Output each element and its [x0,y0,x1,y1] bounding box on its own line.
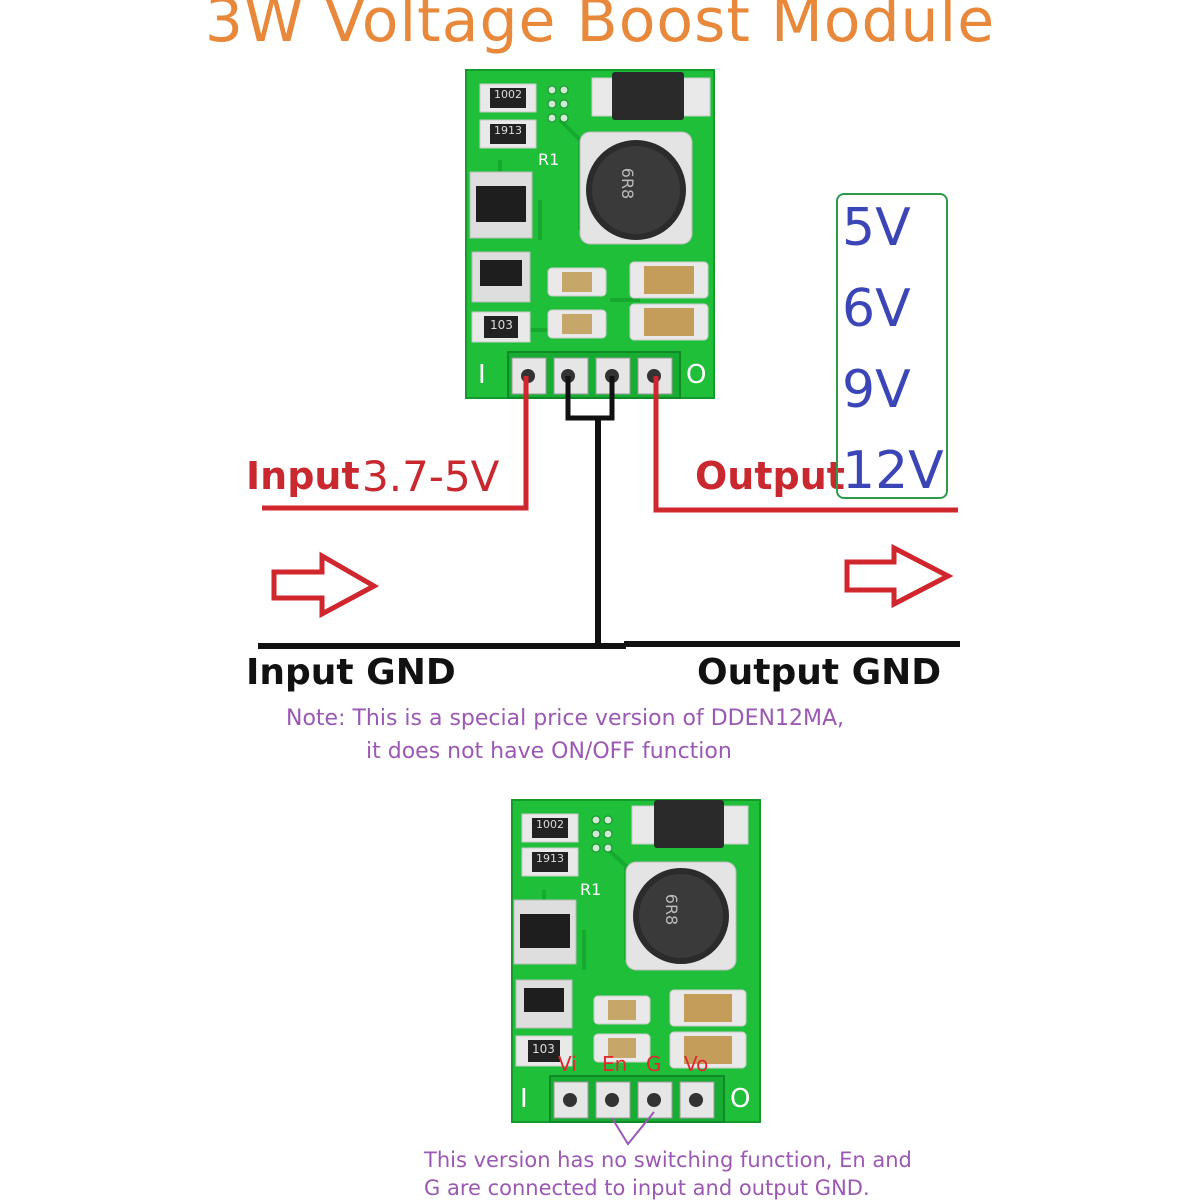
resistor-marking-1: 1002 [536,818,564,831]
silk-r1: R1 [538,150,560,169]
pin-label-g: G [646,1052,662,1076]
pointer-icon [611,1111,655,1146]
pcb-module-bottom [511,799,761,1123]
resistor-marking-2: 1913 [536,852,564,865]
output-wire [653,376,958,513]
pin-i-label: I [478,360,486,390]
inductor-marking: 6R8 [662,893,682,926]
resistor-marking-2: 1913 [494,124,522,137]
gnd-bridge [565,376,615,421]
pin-o-label: O [686,360,707,390]
voltage-option: 6V [842,279,911,339]
output-label: Output [695,454,845,498]
pin-o-label: O [730,1084,751,1114]
note-line: it does not have ON/OFF function [366,739,732,764]
voltage-option: 9V [842,360,911,420]
note-line: This version has no switching function, … [424,1148,912,1172]
input-label: Input [246,454,360,498]
pin-label-vi: Vi [558,1052,577,1076]
page-title: 3W Voltage Boost Module [204,0,996,56]
output-gnd-label: Output GND [697,652,942,693]
input-arrow-icon [271,551,380,619]
pin-label-vo: Vo [684,1052,709,1076]
inductor-marking: 6R8 [618,167,638,200]
pcb-module-top [465,69,715,399]
input-range: 3.7-5V [362,452,500,501]
header-pins-bottom [553,1081,715,1119]
resistor-marking-1: 1002 [494,88,522,101]
resistor-marking-3: 103 [532,1042,555,1056]
pin-i-label: I [520,1084,528,1114]
input-gnd-label: Input GND [246,652,456,693]
resistor-marking-3: 103 [490,318,513,332]
voltage-option: 5V [842,198,911,258]
pin-label-en: En [602,1052,628,1076]
input-wire [262,376,529,511]
note-line: G are connected to input and output GND. [424,1176,870,1200]
voltage-option: 12V [842,441,944,501]
output-arrow-icon [844,543,954,609]
silk-r1: R1 [580,880,602,899]
note-line: Note: This is a special price version of… [286,706,845,731]
output-voltage-box [836,193,948,499]
